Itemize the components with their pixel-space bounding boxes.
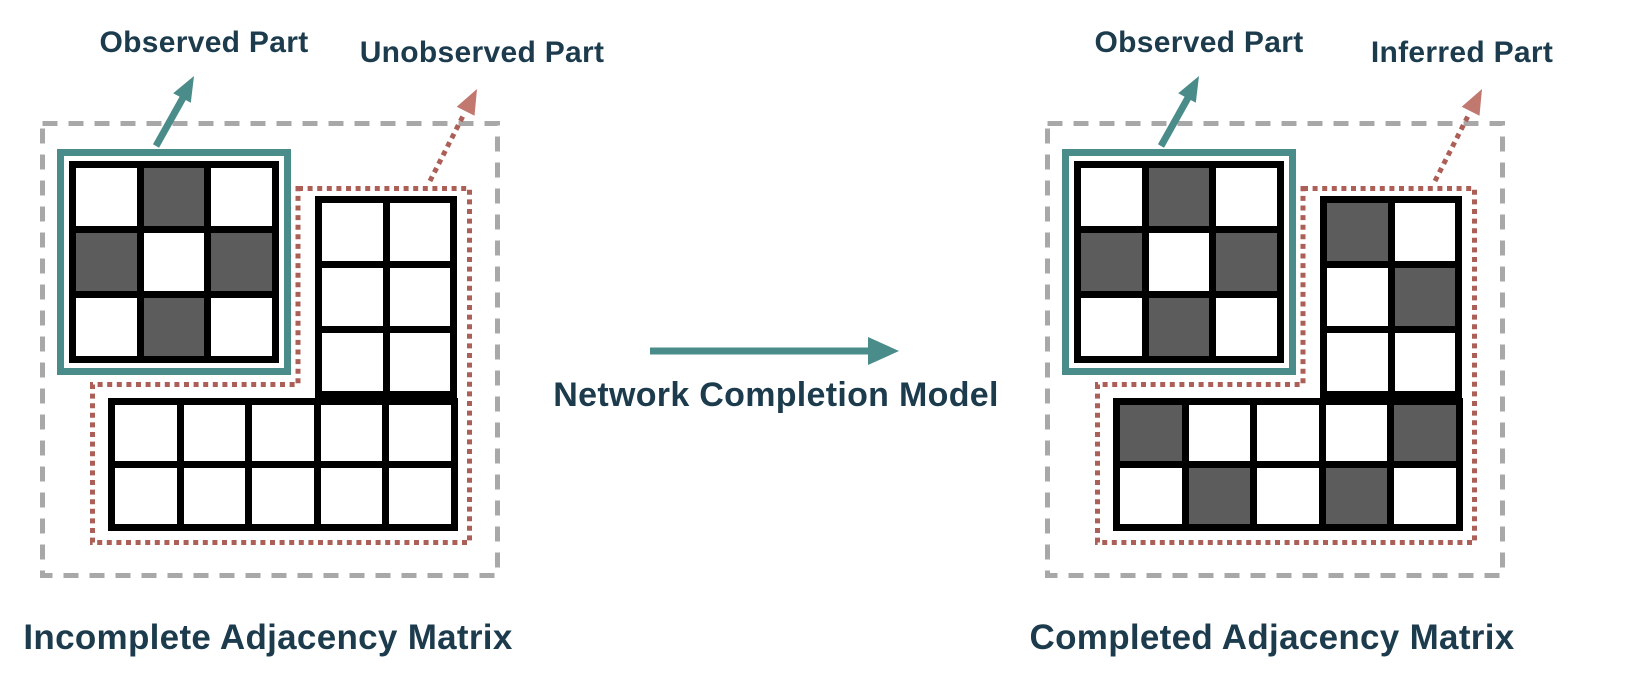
- model-label: Network Completion Model: [553, 376, 999, 414]
- adjacency-cell-empty: [389, 468, 451, 524]
- adjacency-cell-filled: [143, 168, 205, 226]
- adjacency-cell-empty: [1257, 468, 1319, 524]
- right-inferred-side-matrix: [1320, 196, 1462, 398]
- adjacency-cell-empty: [1327, 333, 1388, 391]
- adjacency-cell-filled: [76, 233, 137, 291]
- adjacency-cell-empty: [211, 298, 272, 356]
- adjacency-cell-filled: [1081, 233, 1142, 291]
- left-unobserved-arrow-head: [456, 89, 477, 116]
- left-observed-label: Observed Part: [99, 26, 309, 59]
- adjacency-cell-empty: [389, 405, 451, 461]
- adjacency-cell-empty: [1257, 405, 1319, 461]
- adjacency-cell-empty: [389, 333, 450, 391]
- right-inferred-outline: [1095, 186, 1477, 545]
- right-inferred-bottom-matrix: [1113, 398, 1463, 531]
- adjacency-cell-empty: [389, 203, 450, 261]
- adjacency-cell-filled: [1394, 268, 1455, 326]
- adjacency-cell-empty: [115, 405, 177, 461]
- adjacency-cell-filled: [1325, 468, 1388, 524]
- right-observed-arrow-line: [1157, 94, 1193, 148]
- adjacency-cell-filled: [143, 298, 205, 356]
- left-panel-dashed-border: [40, 121, 500, 578]
- right-inferred-label: Inferred Part: [1370, 36, 1554, 69]
- adjacency-cell-empty: [1081, 298, 1142, 356]
- right-inferred-arrow-head: [1461, 89, 1482, 116]
- left-caption: Incomplete Adjacency Matrix: [23, 618, 513, 657]
- left-observed-matrix: [69, 161, 279, 363]
- adjacency-cell-empty: [1394, 468, 1456, 524]
- adjacency-cell-empty: [320, 468, 383, 524]
- adjacency-cell-filled: [1120, 405, 1182, 461]
- adjacency-cell-empty: [76, 298, 137, 356]
- right-caption: Completed Adjacency Matrix: [1029, 618, 1515, 657]
- right-observed-arrow-head: [1178, 76, 1199, 103]
- left-unobserved-label: Unobserved Part: [359, 36, 605, 69]
- left-unobserved-outline: [90, 186, 472, 545]
- adjacency-cell-empty: [183, 405, 246, 461]
- left-unobserved-arrow-line: [427, 114, 466, 183]
- adjacency-cell-empty: [1188, 405, 1251, 461]
- adjacency-cell-empty: [76, 168, 137, 226]
- adjacency-cell-empty: [252, 468, 314, 524]
- left-observed-arrow-head: [173, 76, 194, 103]
- adjacency-cell-empty: [320, 405, 383, 461]
- right-observed-matrix: [1074, 161, 1284, 363]
- adjacency-cell-empty: [322, 203, 383, 261]
- adjacency-cell-empty: [115, 468, 177, 524]
- model-arrow-head: [868, 337, 899, 365]
- adjacency-cell-empty: [1081, 168, 1142, 226]
- right-inferred-arrow-line: [1432, 114, 1471, 183]
- adjacency-cell-filled: [1327, 203, 1388, 261]
- left-observed-arrow-line: [152, 94, 188, 148]
- left-unobserved-side-matrix: [315, 196, 457, 398]
- adjacency-cell-filled: [211, 233, 272, 291]
- adjacency-cell-empty: [252, 405, 314, 461]
- adjacency-cell-empty: [1394, 203, 1455, 261]
- adjacency-cell-filled: [1148, 168, 1210, 226]
- adjacency-cell-empty: [1394, 333, 1455, 391]
- right-observed-label: Observed Part: [1094, 26, 1304, 59]
- adjacency-cell-empty: [389, 268, 450, 326]
- adjacency-cell-empty: [183, 468, 246, 524]
- adjacency-cell-filled: [1148, 298, 1210, 356]
- adjacency-cell-filled: [1394, 405, 1456, 461]
- adjacency-cell-empty: [1216, 298, 1277, 356]
- adjacency-cell-empty: [143, 233, 205, 291]
- adjacency-cell-empty: [322, 268, 383, 326]
- adjacency-cell-empty: [1327, 268, 1388, 326]
- adjacency-cell-empty: [1148, 233, 1210, 291]
- adjacency-cell-empty: [211, 168, 272, 226]
- adjacency-cell-empty: [1120, 468, 1182, 524]
- adjacency-cell-empty: [322, 333, 383, 391]
- right-panel-dashed-border: [1045, 121, 1505, 578]
- adjacency-cell-empty: [1325, 405, 1388, 461]
- adjacency-cell-filled: [1216, 233, 1277, 291]
- adjacency-cell-filled: [1188, 468, 1251, 524]
- left-unobserved-bottom-matrix: [108, 398, 458, 531]
- adjacency-cell-empty: [1216, 168, 1277, 226]
